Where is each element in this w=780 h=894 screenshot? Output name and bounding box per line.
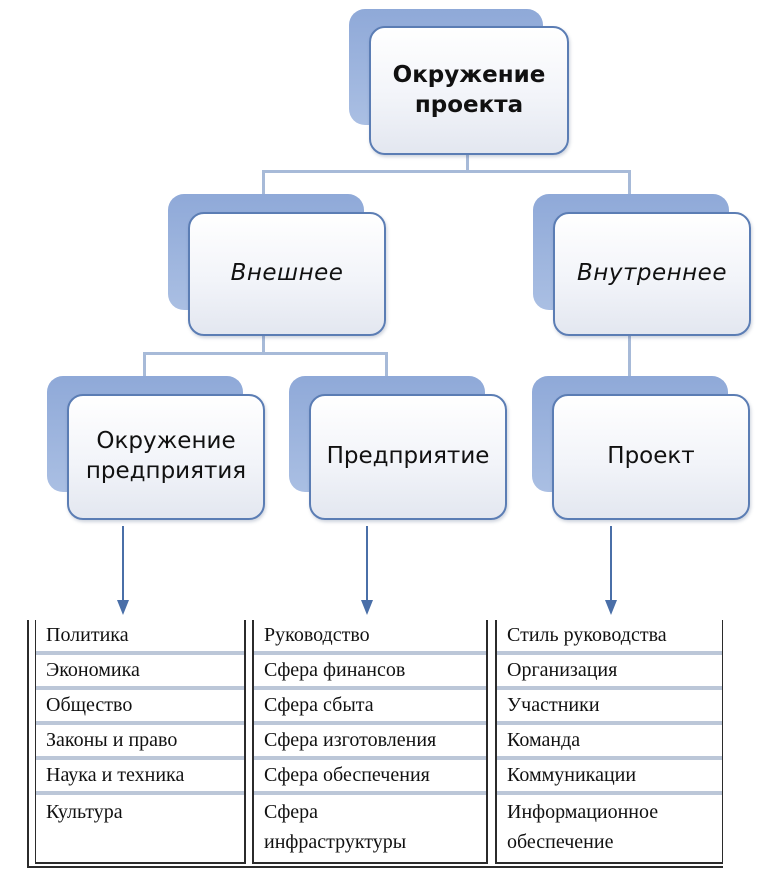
connector-to-external <box>262 170 265 212</box>
enterprise-node: Предприятие <box>309 394 507 520</box>
list-item: Сфера изготовления <box>254 725 486 760</box>
connector-to-enterprise <box>385 352 388 394</box>
connector-external-down <box>262 336 265 354</box>
connector-root-down <box>466 155 469 172</box>
project-list: Стиль руководства Организация Участники … <box>497 620 722 857</box>
col1-bottom-border <box>35 862 246 864</box>
internal-node: Внутреннее <box>553 212 751 336</box>
list-item: Руководство <box>254 620 486 655</box>
list-item: Культура <box>36 795 244 827</box>
list-item: Общество <box>36 690 244 725</box>
enterprise-env-node: Окружение предприятия <box>67 394 265 520</box>
list-item: Сфера сбыта <box>254 690 486 725</box>
connector-to-internal <box>628 170 631 212</box>
list-item: Сфера инфраструктуры <box>254 795 486 857</box>
col2-bottom-border <box>252 862 488 864</box>
list-item: Экономика <box>36 655 244 690</box>
external-node-label: Внешнее <box>230 260 344 287</box>
col3-bottom-border <box>495 862 723 864</box>
enterprise-env-node-label: Окружение предприятия <box>85 428 247 484</box>
table-left-border <box>27 620 29 868</box>
root-node-label: Окружение проекта <box>392 61 546 118</box>
list-item: Законы и право <box>36 725 244 760</box>
col2-left-border <box>252 620 254 864</box>
enterprise-list: Руководство Сфера финансов Сфера сбыта С… <box>254 620 486 857</box>
list-item-text: Культура <box>46 801 123 823</box>
col3-left-border <box>495 620 497 864</box>
list-item: Сфера финансов <box>254 655 486 690</box>
connector-to-enterprise-env <box>143 352 146 394</box>
list-item-text: Сфера инфраструктуры <box>264 801 407 853</box>
list-item: Стиль руководства <box>497 620 722 655</box>
col2-right-border <box>486 620 488 864</box>
list-item: Политика <box>36 620 244 655</box>
arrow-enterprise-env <box>117 526 129 615</box>
connector-level1-bar <box>262 170 630 173</box>
list-item: Команда <box>497 725 722 760</box>
arrow-project <box>605 526 617 615</box>
arrow-enterprise <box>361 526 373 615</box>
connector-level2-bar <box>143 352 388 355</box>
project-node: Проект <box>552 394 750 520</box>
list-item: Организация <box>497 655 722 690</box>
enterprise-env-list: Политика Экономика Общество Законы и пра… <box>36 620 244 827</box>
internal-node-label: Внутреннее <box>577 260 727 287</box>
col1-left-border <box>35 620 36 864</box>
project-node-label: Проект <box>607 443 695 470</box>
col1-right-border <box>244 620 246 864</box>
list-item: Участники <box>497 690 722 725</box>
list-item: Наука и техника <box>36 760 244 795</box>
list-item-text: Информационное обеспечение <box>507 801 659 853</box>
col3-right-border <box>722 620 723 864</box>
table-bottom-border <box>27 866 723 868</box>
root-node: Окружение проекта <box>369 26 569 155</box>
list-item: Информационное обеспечение <box>497 795 722 857</box>
external-node: Внешнее <box>188 212 386 336</box>
enterprise-node-label: Предприятие <box>326 443 490 470</box>
list-item: Сфера обеспечения <box>254 760 486 795</box>
connector-to-project <box>628 336 631 394</box>
list-item: Коммуникации <box>497 760 722 795</box>
